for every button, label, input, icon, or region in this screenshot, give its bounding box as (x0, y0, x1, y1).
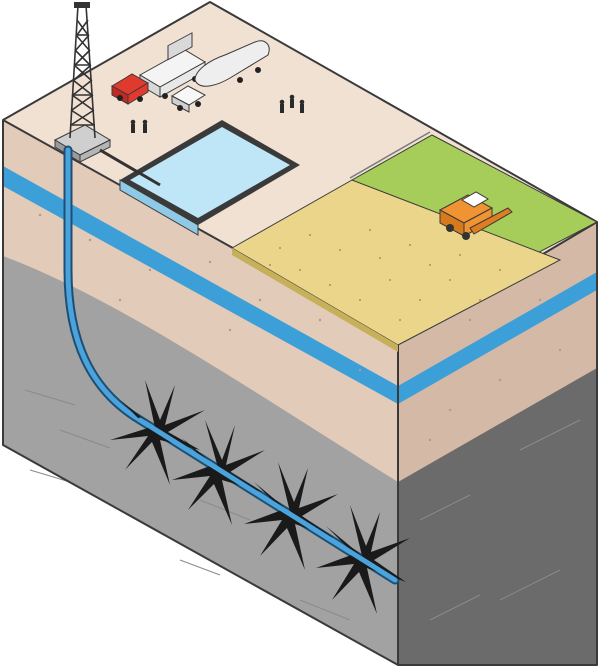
shale-side (398, 368, 597, 665)
worker-4 (289, 94, 295, 108)
aquifer-side (398, 272, 597, 404)
rig-top (74, 2, 90, 8)
worker-2 (142, 119, 148, 133)
crop-field-dots (269, 229, 501, 321)
worker-3 (279, 99, 285, 113)
surface-pipe (99, 148, 161, 187)
shale-side-texture (419, 419, 581, 621)
pond-water (130, 127, 290, 218)
worker-5 (299, 99, 305, 113)
shale-texture (24, 389, 351, 621)
water-pond (119, 120, 300, 236)
crop-field-patch (230, 179, 562, 346)
harvester-cab (461, 191, 489, 208)
derrick-tower (69, 4, 96, 139)
pond-front-edge (119, 179, 199, 236)
truck-red (111, 32, 206, 105)
crop-field-edge (232, 248, 398, 352)
combine-harvester (438, 191, 513, 240)
aquifer-front (3, 166, 398, 404)
truck-white-tanker (170, 40, 270, 113)
fence-line (349, 131, 431, 179)
well-bore-front (137, 417, 398, 583)
rig-base-side (79, 139, 111, 163)
soil-texture (38, 213, 562, 442)
workers (130, 94, 305, 133)
worker-1 (130, 119, 136, 133)
fracture-2 (172, 420, 265, 525)
well-bore (65, 147, 398, 583)
